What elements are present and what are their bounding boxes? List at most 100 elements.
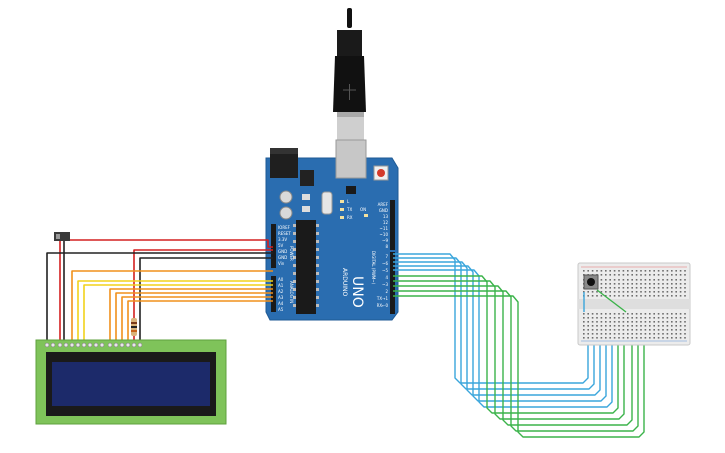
breadboard-hole [635, 283, 638, 285]
breadboard-hole [675, 287, 677, 289]
breadboard-hole [679, 337, 682, 339]
wire-green[interactable] [596, 289, 627, 313]
breadboard-hole [653, 270, 655, 272]
breadboard-hole [644, 317, 647, 319]
breadboard-hole [662, 317, 664, 319]
breadboard-hole [609, 325, 611, 327]
breadboard-hole [662, 279, 664, 281]
breadboard-hole [600, 321, 603, 323]
breadboard-hole [609, 270, 611, 272]
breadboard-hole [644, 270, 647, 272]
breadboard-hole [649, 313, 651, 315]
l-label: L [347, 199, 350, 204]
breadboard-hole [613, 291, 616, 293]
breadboard-hole [653, 295, 655, 297]
on-label: ON [360, 207, 366, 212]
breadboard-hole [644, 337, 647, 339]
pushbutton[interactable] [583, 274, 599, 290]
breadboard-hole [649, 333, 651, 335]
breadboard-hole [662, 283, 664, 285]
breadboard-hole [653, 321, 655, 323]
breadboard-hole [600, 333, 603, 335]
breadboard-hole [644, 295, 647, 297]
right-wires[interactable] [393, 253, 645, 438]
breadboard-hole [684, 337, 686, 339]
breadboard-hole [635, 287, 638, 289]
resistor[interactable] [131, 318, 137, 336]
breadboard-hole [618, 287, 620, 289]
arduino-uno-board[interactable]: L TX RX ON ARDUINO UNO POWER ANALOG IN D… [265, 139, 399, 321]
breadboard-hole [613, 317, 616, 319]
breadboard-hole [653, 333, 655, 335]
svg-text:A4: A4 [278, 301, 284, 306]
breadboard-hole [684, 317, 686, 319]
breadboard-hole [627, 337, 629, 339]
breadboard-hole [679, 287, 682, 289]
wire-orange [127, 300, 273, 342]
breadboard-hole [591, 313, 594, 315]
breadboard-hole [631, 295, 633, 297]
breadboard-hole [644, 329, 647, 331]
breadboard-hole [635, 313, 638, 315]
breadboard-hole [662, 295, 664, 297]
breadboard-hole [587, 333, 589, 335]
breadboard-hole [684, 270, 686, 272]
breadboard-hole [671, 270, 673, 272]
breadboard-hole [600, 313, 603, 315]
breadboard-hole [675, 313, 677, 315]
rx-label: RX [347, 215, 353, 220]
breadboard-hole [640, 337, 642, 339]
breadboard-hole [679, 333, 682, 335]
svg-text:A5: A5 [278, 307, 284, 312]
left-wires[interactable] [46, 238, 273, 342]
breadboard-hole [653, 283, 655, 285]
usb-jack [335, 139, 367, 179]
breadboard-hole [666, 325, 669, 327]
breadboard-hole [640, 317, 642, 319]
breadboard-hole [613, 333, 616, 335]
breadboard-hole [653, 337, 655, 339]
breadboard-hole [679, 274, 682, 276]
breadboard-hole [684, 321, 686, 323]
breadboard-hole [640, 270, 642, 272]
sensor-component[interactable] [54, 232, 70, 241]
breadboard-hole [631, 279, 633, 281]
breadboard-hole [649, 283, 651, 285]
breadboard-hole [587, 329, 589, 331]
breadboard-hole [675, 291, 677, 293]
breadboard-hole [635, 325, 638, 327]
breadboard-hole [591, 321, 594, 323]
breadboard-hole [605, 333, 607, 335]
breadboard-hole [622, 333, 625, 335]
svg-text:~3: ~3 [382, 282, 388, 287]
breadboard-hole [609, 337, 611, 339]
power-section-label: POWER [289, 246, 294, 261]
breadboard-hole [675, 317, 677, 319]
breadboard-hole [649, 295, 651, 297]
breadboard-hole [657, 325, 660, 327]
breadboard-hole [596, 317, 598, 319]
breadboard[interactable] [577, 262, 691, 346]
breadboard-hole [627, 291, 629, 293]
breadboard-hole [684, 295, 686, 297]
lcd-16x2[interactable] [35, 339, 227, 425]
board-model: UNO [349, 276, 365, 308]
breadboard-hole [657, 313, 660, 315]
breadboard-hole [605, 287, 607, 289]
breadboard-hole [649, 329, 651, 331]
breadboard-hole [644, 313, 647, 315]
svg-text:AREF: AREF [378, 202, 389, 207]
breadboard-hole [605, 325, 607, 327]
svg-text:13: 13 [383, 214, 389, 219]
breadboard-hole [591, 270, 594, 272]
breadboard-hole [640, 333, 642, 335]
breadboard-hole [679, 270, 682, 272]
breadboard-hole [635, 279, 638, 281]
svg-text:~6: ~6 [382, 261, 388, 266]
breadboard-hole [640, 321, 642, 323]
breadboard-hole [684, 325, 686, 327]
breadboard-hole [609, 317, 611, 319]
breadboard-hole [618, 313, 620, 315]
breadboard-hole [653, 317, 655, 319]
svg-text:RX←0: RX←0 [377, 303, 389, 308]
